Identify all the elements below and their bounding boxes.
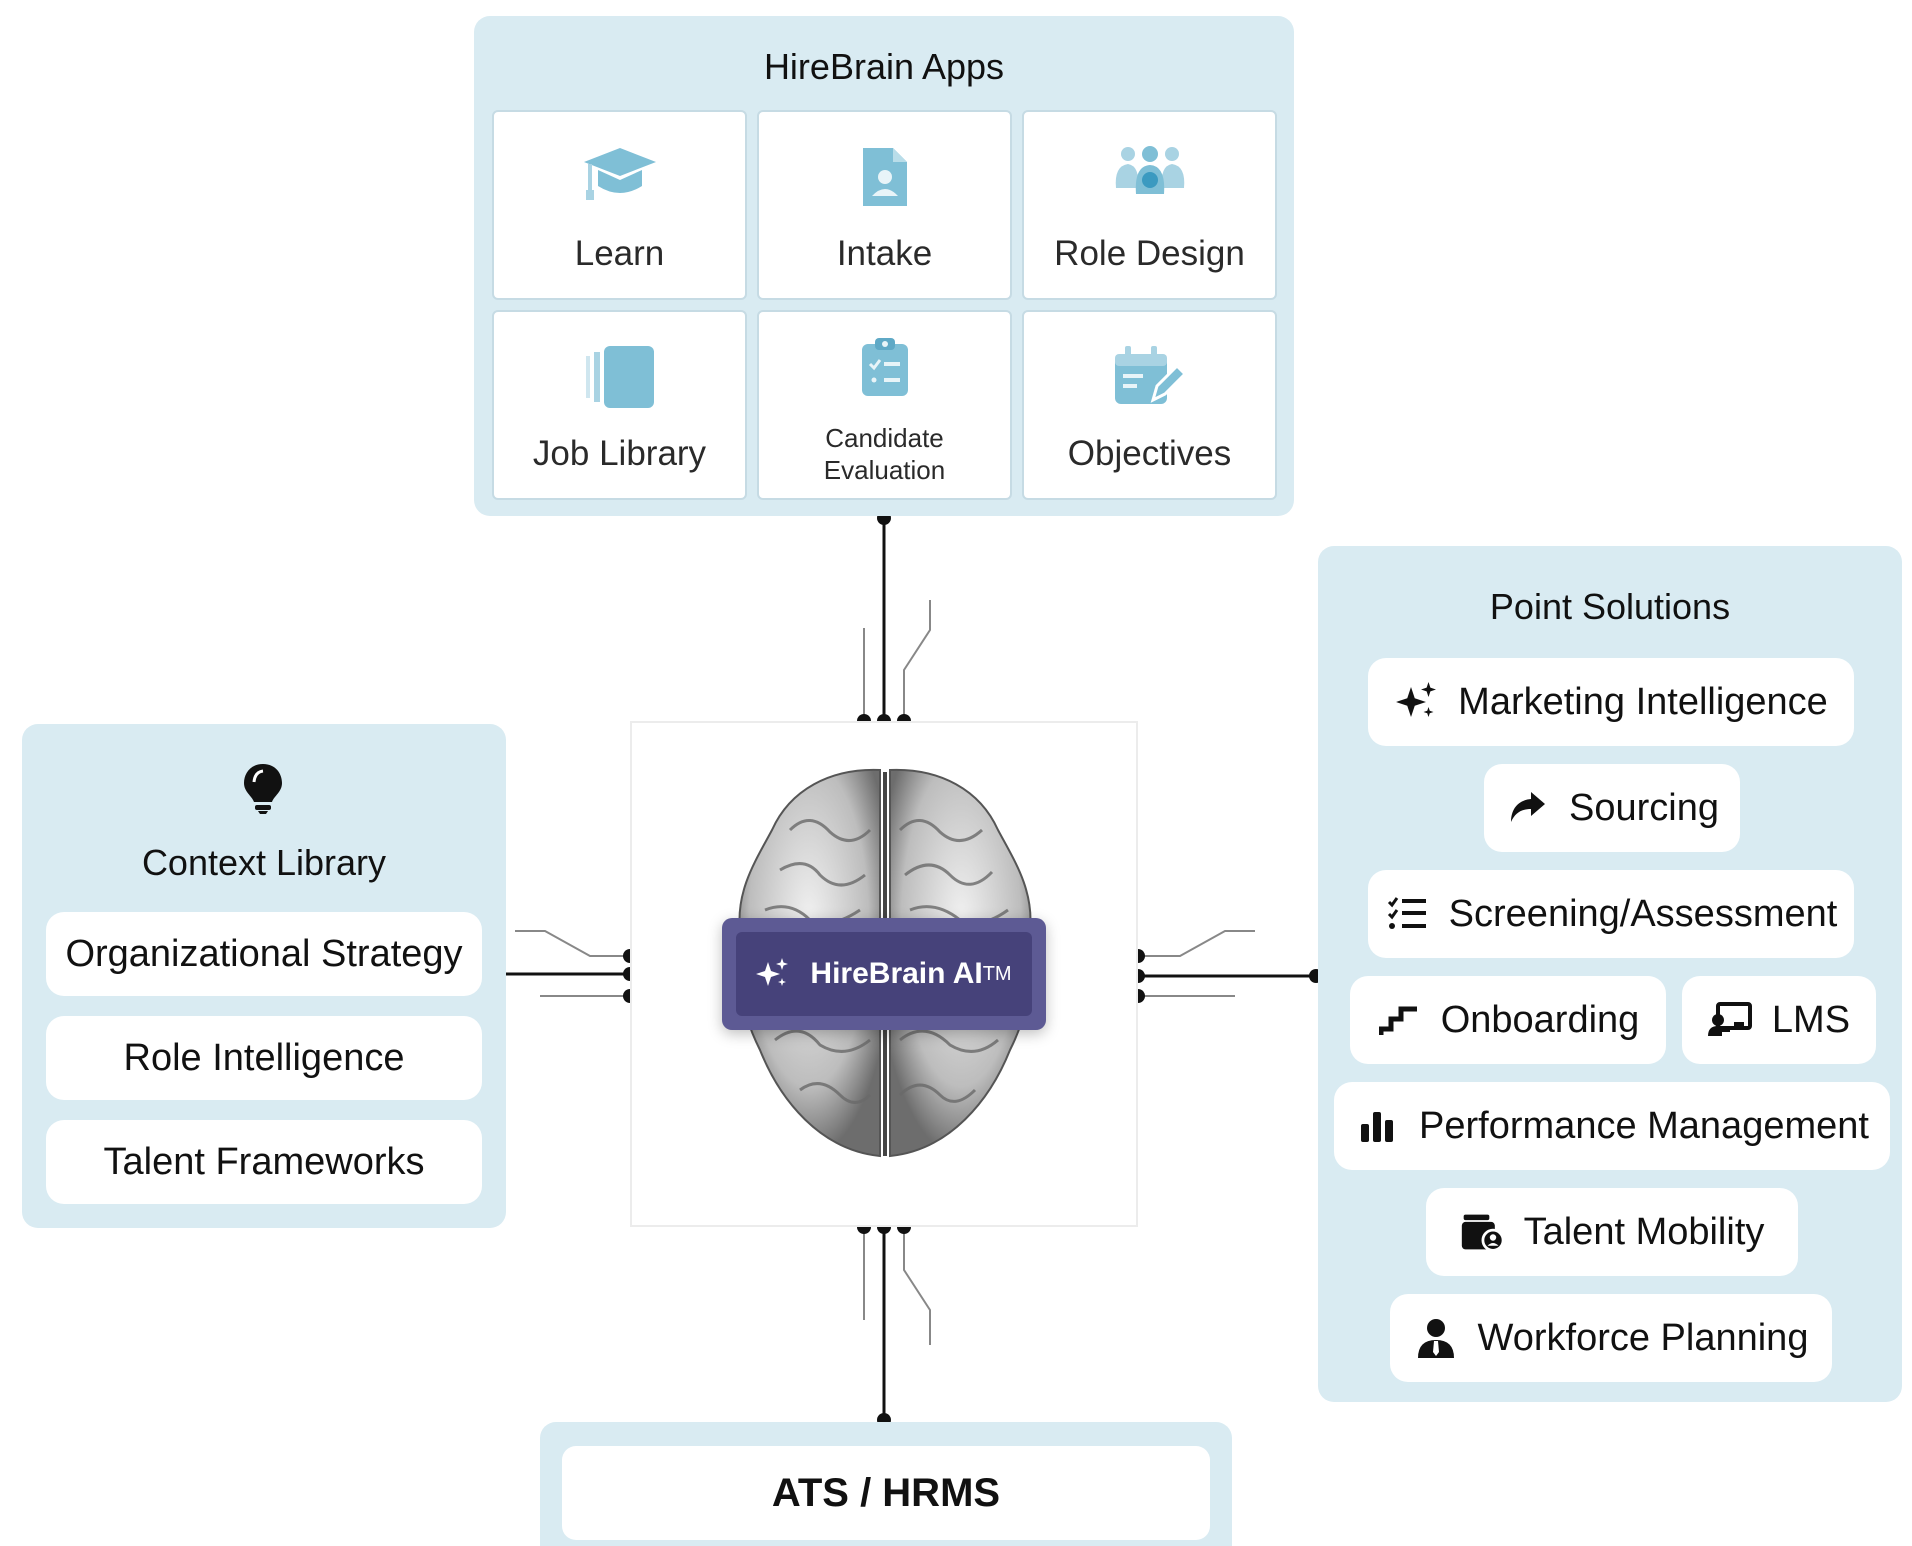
context-item-label: Organizational Strategy [65,932,463,975]
context-item-talent-frameworks[interactable]: Talent Frameworks [46,1120,482,1204]
solution-marketing-intelligence[interactable]: Marketing Intelligence [1368,658,1854,746]
point-solutions-title: Point Solutions [1489,586,1731,627]
solution-label: Performance Management [1419,1104,1869,1147]
context-item-label: Talent Frameworks [103,1140,425,1183]
book-stack-icon [494,344,745,416]
lightbulb-icon [242,762,284,819]
solution-screening-assessment[interactable]: Screening/Assessment [1368,870,1854,958]
stairs-icon [1377,998,1421,1042]
solution-label: LMS [1771,998,1851,1041]
app-tile-role-design[interactable]: Role Design [1022,110,1277,300]
document-person-icon [759,144,1010,216]
app-tile-label: Candidate Evaluation [823,423,946,485]
sparkles-icon [1394,680,1438,724]
solution-label: Onboarding [1440,998,1640,1041]
app-tile-label: Learn [574,234,665,273]
solution-label: Screening/Assessment [1448,892,1838,935]
context-item-organizational-strategy[interactable]: Organizational Strategy [46,912,482,996]
solution-label: Marketing Intelligence [1458,680,1828,723]
share-arrow-icon [1505,786,1549,830]
solution-onboarding[interactable]: Onboarding [1350,976,1666,1064]
solution-performance-management[interactable]: Performance Management [1334,1082,1890,1170]
app-tile-label: Role Design [1054,234,1245,273]
hirebrain-apps-panel: HireBrain Apps Learn Intake [474,16,1294,516]
presenter-icon [1707,998,1752,1042]
point-solutions-panel: Point Solutions Marketing Intelligence S… [1318,546,1902,1402]
graduation-cap-icon [494,144,745,216]
people-group-icon [1024,144,1275,216]
app-tile-objectives[interactable]: Objectives [1022,310,1277,500]
calendar-edit-icon [1024,344,1275,416]
sparkles-icon [756,958,789,990]
solution-sourcing[interactable]: Sourcing [1484,764,1740,852]
context-item-label: Role Intelligence [123,1036,405,1079]
solution-talent-mobility[interactable]: Talent Mobility [1426,1188,1798,1276]
context-item-role-intelligence[interactable]: Role Intelligence [46,1016,482,1100]
solution-workforce-planning[interactable]: Workforce Planning [1390,1294,1832,1382]
wallet-user-icon [1460,1210,1504,1254]
checklist-icon [1385,892,1429,936]
context-library-title: Context Library [141,842,387,883]
hirebrain-ai-label: HireBrain AI [810,957,983,990]
app-tile-label: Job Library [532,434,707,473]
app-tile-candidate-evaluation[interactable]: Candidate Evaluation [757,310,1012,500]
ats-hrms-box[interactable]: ATS / HRMS [562,1446,1210,1540]
bar-chart-icon [1355,1104,1399,1148]
ats-hrms-panel: ATS / HRMS [540,1422,1232,1546]
app-tile-job-library[interactable]: Job Library [492,310,747,500]
clipboard-check-icon [759,336,1010,408]
ats-hrms-label: ATS / HRMS [771,1470,1001,1515]
app-tile-label: Objectives [1067,434,1232,473]
apps-title: HireBrain Apps [763,46,1005,87]
app-tile-learn[interactable]: Learn [492,110,747,300]
solution-label: Talent Mobility [1523,1210,1765,1253]
solution-label: Sourcing [1569,786,1719,829]
app-tile-intake[interactable]: Intake [757,110,1012,300]
solution-lms[interactable]: LMS [1682,976,1876,1064]
context-library-panel: Context Library Organizational Strategy … [22,724,506,1228]
app-tile-label: Intake [836,234,933,273]
solution-label: Workforce Planning [1477,1316,1809,1359]
user-tie-icon [1414,1316,1458,1360]
trademark-mark: TM [982,962,1012,985]
